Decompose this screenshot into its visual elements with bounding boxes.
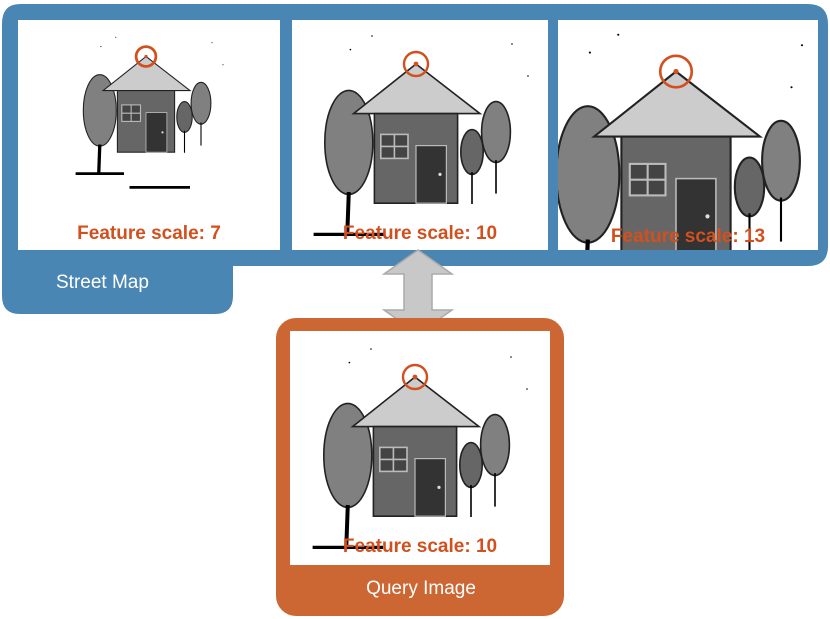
street-map-panel-1: Feature scale: 7 [18, 20, 280, 250]
keypoint-marker-icon [402, 50, 430, 78]
keypoint-marker-icon [658, 54, 694, 89]
street-map-panel-3: Feature scale: 13 [558, 20, 818, 250]
keypoint-marker-icon [401, 363, 429, 391]
street-map-label: Street Map [56, 272, 149, 293]
feature-scale-caption: Feature scale: 13 [610, 226, 766, 247]
house-scene-icon [312, 348, 528, 550]
query-image-panel: Feature scale: 10 [290, 331, 550, 565]
house-scene-icon [313, 35, 529, 237]
keypoint-marker-icon [134, 45, 158, 68]
query-image-group: Feature scale: 10 Query Image [276, 318, 566, 618]
feature-scale-caption: Feature scale: 10 [342, 536, 498, 557]
street-map-group: Feature scale: 7 [2, 4, 828, 314]
house-scene-icon [558, 33, 804, 250]
street-map-panel-2: Feature scale: 10 [292, 20, 548, 250]
feature-scale-caption: Feature scale: 10 [342, 223, 498, 244]
house-scene-icon [75, 36, 224, 189]
feature-scale-caption: Feature scale: 7 [77, 223, 221, 244]
query-image-label: Query Image [366, 578, 476, 599]
